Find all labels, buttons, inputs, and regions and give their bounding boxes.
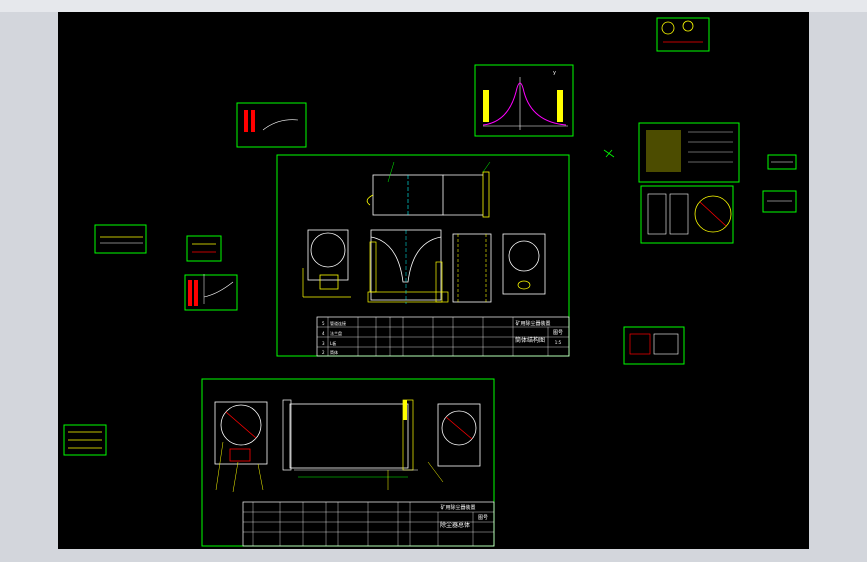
lower-part-name: 除尘器总体: [440, 521, 470, 529]
thumb-red-bars[interactable]: [184, 274, 238, 311]
cad-model-space[interactable]: 矿用除尘器装置 筒体结构图 图号 1:5 5 管道连接 4 法兰盘 3 L板 2…: [58, 12, 809, 549]
row-3-name: 筒体: [330, 349, 338, 355]
side-view: [452, 233, 492, 303]
lower-company-label: 矿用除尘器装置: [440, 504, 475, 511]
row-0-name: 管道连接: [330, 320, 346, 326]
thumb-right-circle[interactable]: [640, 185, 734, 244]
front-section-view: [367, 229, 449, 304]
right-view: [502, 233, 546, 295]
row-2-name: L板: [330, 340, 336, 346]
thumb-right-green-grid[interactable]: [638, 122, 740, 183]
thumb-left-a[interactable]: [94, 224, 147, 254]
row-1-name: 法兰盘: [330, 330, 342, 336]
main-scale: 1:5: [555, 340, 562, 345]
row-1-no: 4: [322, 331, 325, 336]
window-top-strip: [0, 0, 867, 12]
lower-drawing-no: 图号: [478, 515, 488, 521]
lower-front-view: [282, 399, 418, 490]
thumb-left-c[interactable]: [63, 424, 107, 456]
thumb-red-chart[interactable]: [236, 102, 307, 148]
thumb-right-small-a[interactable]: [762, 190, 797, 213]
bell-curve-plot[interactable]: y: [474, 64, 574, 137]
chart-label: y: [553, 70, 556, 76]
thumb-right-bottom[interactable]: [623, 326, 685, 365]
thumb-right-top[interactable]: [656, 17, 710, 52]
main-company-label: 矿用除尘器装置: [515, 320, 550, 327]
main-drawing-sheet[interactable]: 矿用除尘器装置 筒体结构图 图号 1:5 5 管道连接 4 法兰盘 3 L板 2…: [276, 154, 570, 357]
stray-marker: [603, 149, 615, 158]
lower-right-view: [427, 403, 481, 483]
main-drawing-no: 图号: [553, 330, 563, 336]
lower-drawing-sheet[interactable]: 矿用除尘器装置 除尘器总体 图号: [201, 378, 495, 547]
main-part-name: 筒体结构图: [515, 336, 545, 344]
main-title-block: 矿用除尘器装置 筒体结构图 图号 1:5 5 管道连接 4 法兰盘 3 L板 2…: [316, 316, 570, 357]
row-0-no: 5: [322, 321, 325, 326]
drawing-canvas[interactable]: 矿用除尘器装置 筒体结构图 图号 1:5 5 管道连接 4 法兰盘 3 L板 2…: [58, 12, 809, 549]
cylinder-top-view: [366, 161, 491, 218]
thumb-left-b[interactable]: [186, 235, 222, 262]
left-view: [302, 229, 351, 298]
row-2-no: 3: [322, 341, 325, 346]
row-3-no: 2: [322, 350, 325, 355]
lower-title-block: 矿用除尘器装置 除尘器总体 图号: [242, 501, 495, 547]
thumb-right-small-b[interactable]: [767, 154, 797, 170]
lower-left-view: [214, 401, 268, 493]
